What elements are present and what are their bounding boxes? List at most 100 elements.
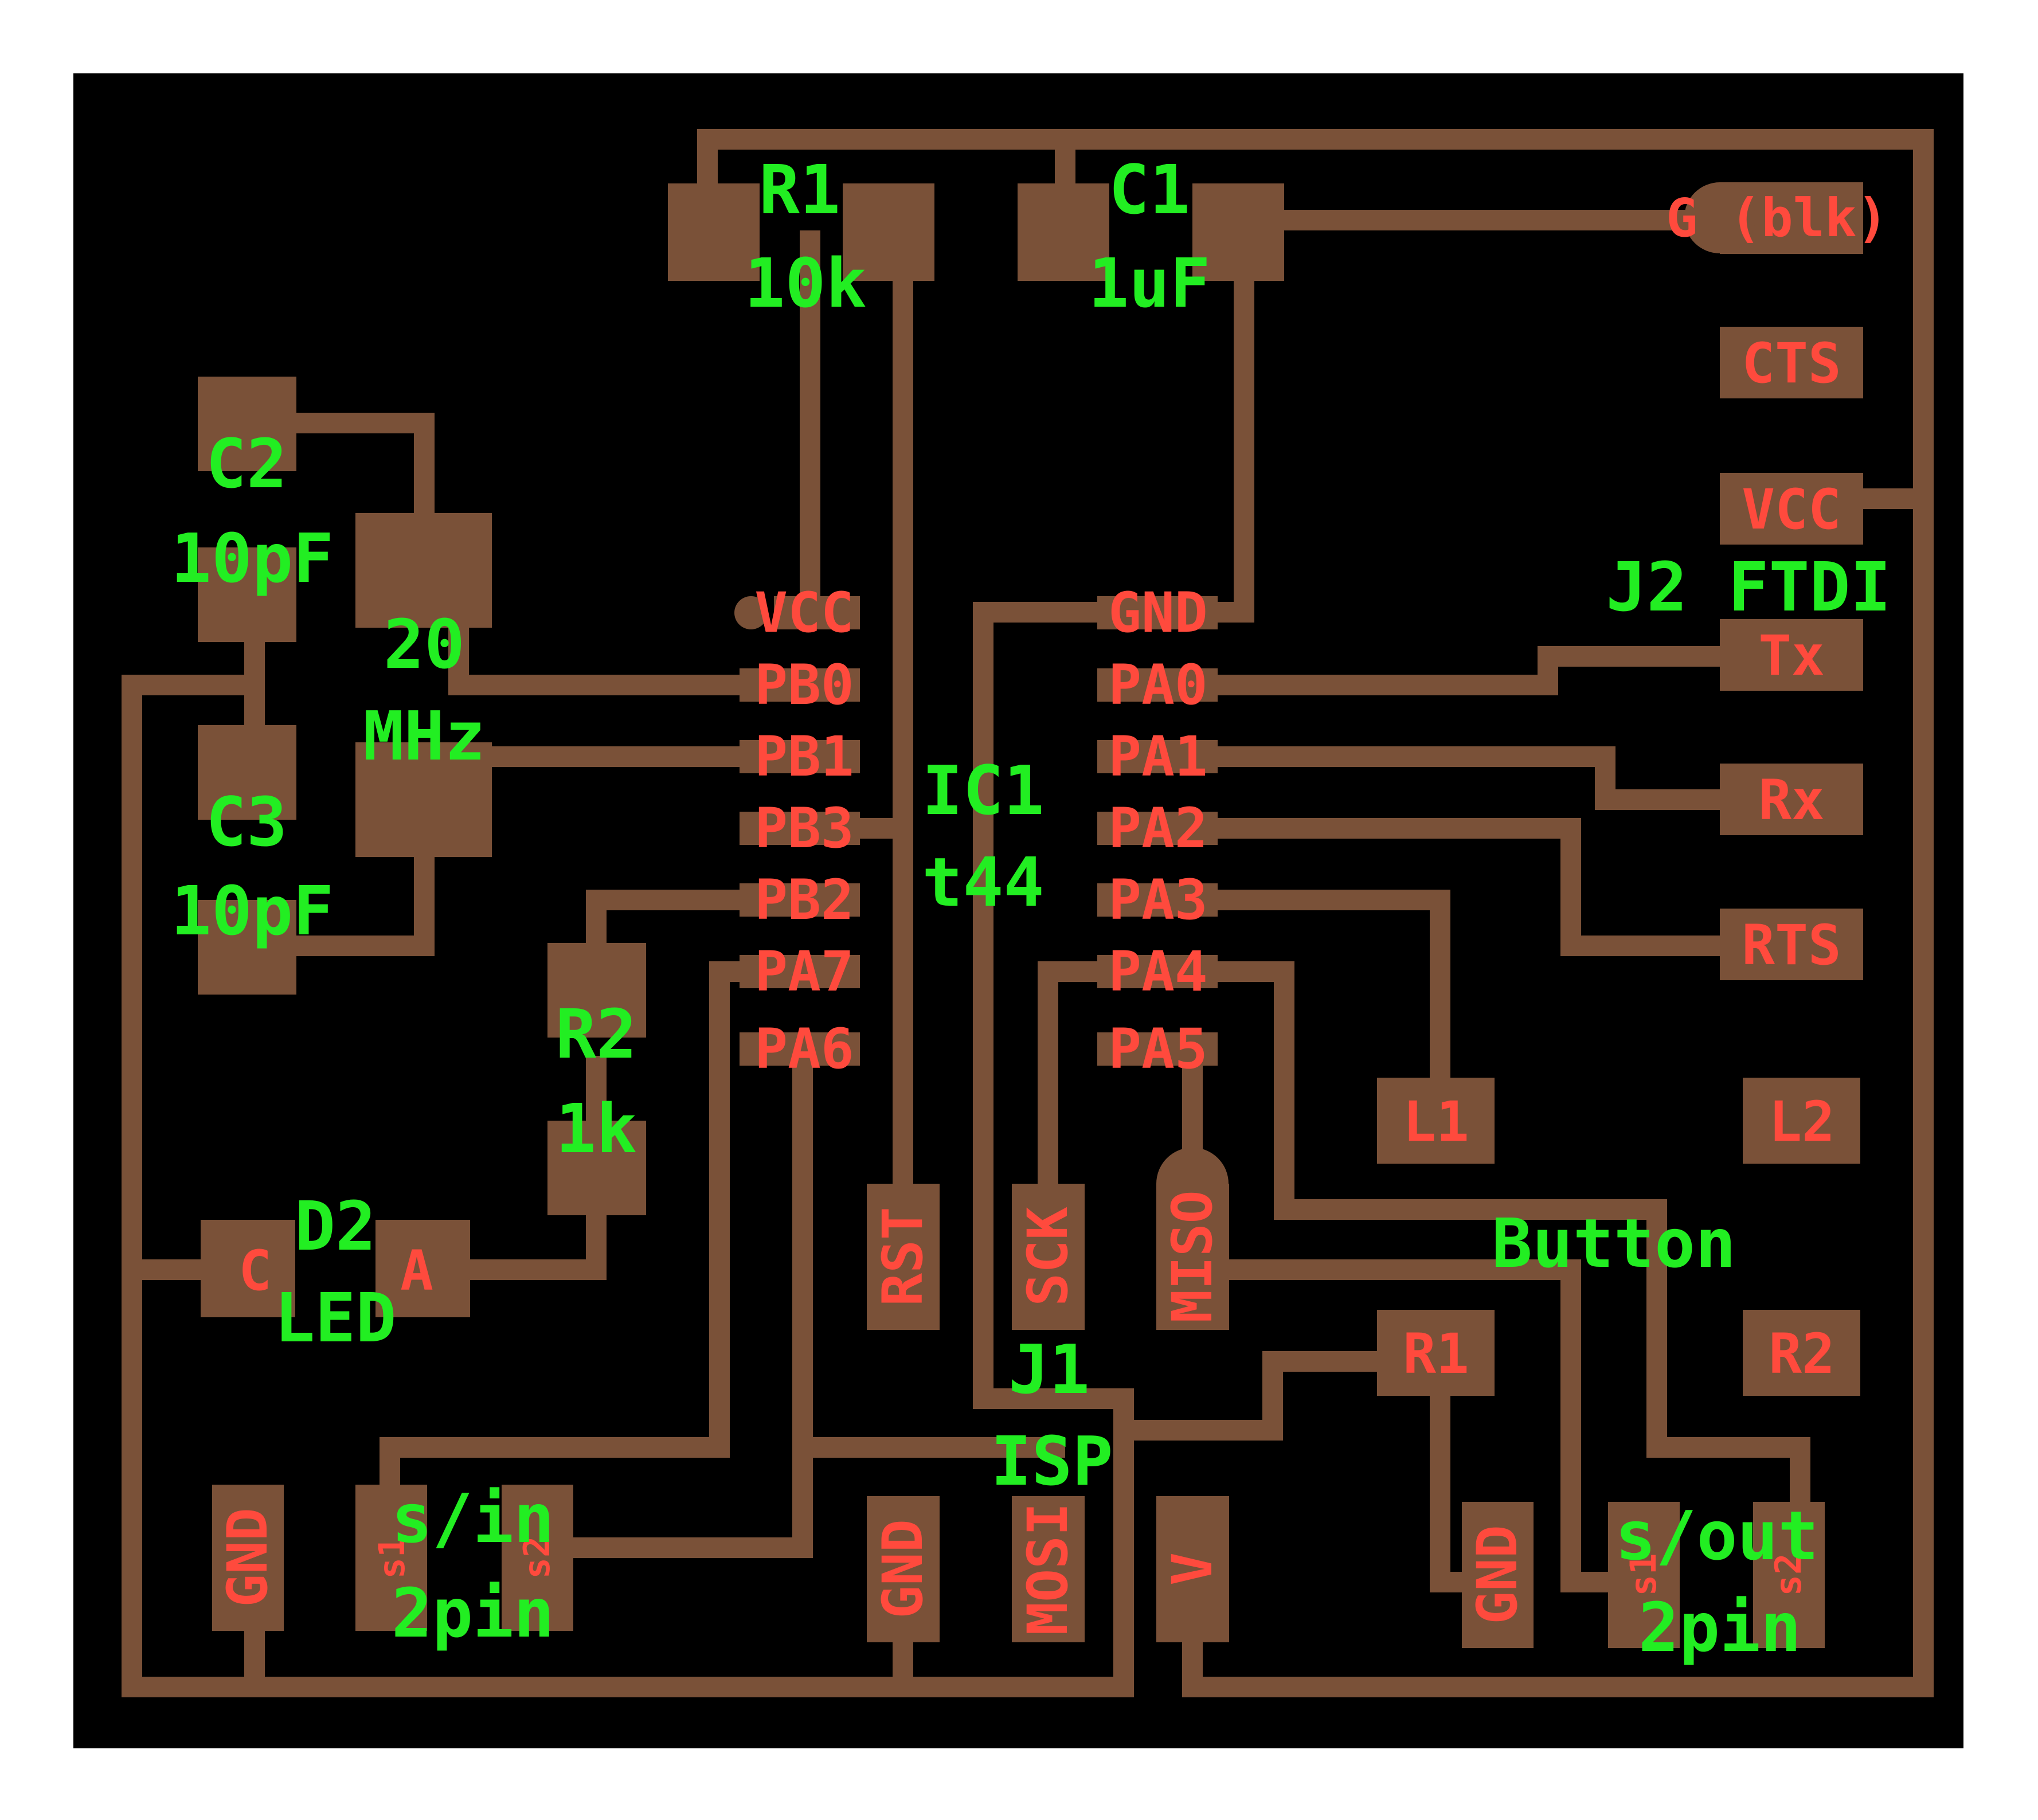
ic1-pad-right-7 bbox=[1097, 1032, 1218, 1066]
trace-pa2-to-rts bbox=[1188, 818, 1742, 956]
c2-pad-1 bbox=[198, 377, 296, 471]
xtal-pad-2 bbox=[355, 742, 492, 857]
c3-name: C3 bbox=[206, 782, 287, 862]
part-labels: R1 10k C1 1uF C2 10pF 20 MHz C3 10pF IC1… bbox=[171, 150, 1891, 1667]
j1-name: J1 bbox=[1008, 1330, 1090, 1409]
r1-value: 10k bbox=[744, 244, 866, 323]
l1-label: L1 bbox=[1403, 1090, 1469, 1154]
ic1-pad-left-5 bbox=[740, 883, 860, 917]
c2-value: 10pF bbox=[171, 519, 334, 598]
trace-pa0-to-tx bbox=[1188, 646, 1742, 695]
ic1-pin-label-right-7: PA5 bbox=[1108, 1017, 1207, 1081]
d2-value: LED bbox=[274, 1278, 396, 1357]
ftdi-label-g: G (blk) bbox=[1666, 187, 1888, 249]
ic1-pin-label-left-5: PB2 bbox=[754, 868, 854, 932]
ftdi-pad-cts bbox=[1720, 327, 1863, 398]
ftdi-pin1-marker bbox=[1684, 182, 1755, 253]
ic1-name: IC1 bbox=[922, 751, 1044, 830]
ic1-pad-left-2 bbox=[740, 668, 860, 702]
trace-pa7-to-sin bbox=[380, 961, 784, 1518]
ftdi-pad-vcc bbox=[1720, 473, 1863, 545]
ftdi-label-tx: Tx bbox=[1758, 624, 1825, 688]
c2-pad-2 bbox=[198, 547, 296, 642]
isp-label-v: V bbox=[1160, 1552, 1225, 1586]
ic1-value: t44 bbox=[922, 843, 1044, 922]
ic1-pad-left-7 bbox=[740, 1032, 860, 1066]
isp-label-miso: MISO bbox=[1160, 1190, 1225, 1322]
ftdi-pad-rts bbox=[1720, 909, 1863, 980]
r1-pad-1 bbox=[668, 183, 760, 281]
isp-pad-sck bbox=[1012, 1184, 1085, 1330]
r2-pad-1 bbox=[547, 943, 646, 1038]
r1b-label: R1 bbox=[1403, 1322, 1469, 1386]
button-name: Button bbox=[1492, 1204, 1736, 1283]
ftdi-label-cts: CTS bbox=[1742, 331, 1841, 396]
sin-value: 2pin bbox=[392, 1574, 554, 1653]
isp-pad-gnd bbox=[867, 1496, 940, 1642]
two-pin-labels: s1 s2 s1 s2 bbox=[371, 1536, 1809, 1596]
c2-name: C2 bbox=[206, 424, 287, 503]
r1b-pad bbox=[1377, 1310, 1495, 1396]
ic1-pad-left-3 bbox=[740, 740, 860, 773]
ftdi-label-vcc: VCC bbox=[1742, 477, 1841, 542]
gnd-left-pad bbox=[212, 1485, 284, 1631]
r2-name: R2 bbox=[556, 995, 637, 1074]
ic1-pin-label-left-2: PB0 bbox=[754, 653, 854, 717]
ic1-pad-left-1 bbox=[774, 596, 860, 629]
isp-pad-mosi bbox=[1012, 1496, 1085, 1642]
d2-pad-a bbox=[375, 1220, 470, 1317]
isp-label-sck: SCK bbox=[1016, 1207, 1080, 1306]
trace-pa1-to-rx bbox=[1188, 746, 1742, 810]
c1-value: 1uF bbox=[1088, 244, 1210, 323]
crystal-value-line1: 20 bbox=[384, 605, 465, 684]
c3-pad-1 bbox=[198, 725, 296, 820]
r2b-pad bbox=[1743, 1310, 1860, 1396]
sout-value: 2pin bbox=[1638, 1588, 1801, 1667]
j1-value: ISP bbox=[991, 1422, 1113, 1501]
ic1-pin-label-left-1: VCC bbox=[754, 581, 854, 645]
ic1-pin-label-right-4: PA2 bbox=[1108, 796, 1207, 860]
r2-value: 1k bbox=[556, 1089, 637, 1168]
ic1-pin-label-right-6: PA4 bbox=[1108, 940, 1207, 1004]
sin-name: s/in bbox=[392, 1479, 554, 1558]
trace-pa3-to-l1 bbox=[1188, 890, 1450, 1099]
c3-pad-2 bbox=[198, 900, 296, 995]
r2-pad-2 bbox=[547, 1121, 646, 1215]
ic1-pad-right-1 bbox=[1097, 596, 1218, 629]
r1-name: R1 bbox=[759, 150, 840, 229]
trace-c3-to-xtal bbox=[244, 832, 435, 956]
d2-pad-c bbox=[201, 1220, 295, 1317]
r2b-label: R2 bbox=[1769, 1322, 1835, 1386]
trace-jgnd-to-rail bbox=[244, 1629, 913, 1697]
ic1-pad-right-3 bbox=[1097, 740, 1218, 773]
ic1-pad-right-5 bbox=[1097, 883, 1218, 917]
isp-pin1-marker bbox=[1156, 1148, 1229, 1220]
c1-pad-1 bbox=[1018, 183, 1109, 281]
pin-labels: VCC PB0 PB1 PB3 PB2 PA7 PA6 GND PA0 PA1 … bbox=[216, 187, 1888, 1635]
crystal-value-line2: MHz bbox=[363, 696, 485, 776]
sin-pad-2-label: s2 bbox=[516, 1536, 558, 1579]
trace-xtal-pb0 bbox=[448, 626, 784, 695]
ic1-pin-label-right-3: PA1 bbox=[1108, 725, 1207, 789]
ftdi-pad-rx bbox=[1720, 764, 1863, 835]
ic1-pad-left-4 bbox=[740, 812, 860, 845]
trace-pa6-to-sin2 bbox=[529, 1039, 813, 1558]
gnd-right-pad bbox=[1462, 1502, 1534, 1648]
sout-pad-2 bbox=[1753, 1502, 1825, 1648]
isp-label-mosi: MOSI bbox=[1016, 1502, 1080, 1635]
l2-pad bbox=[1743, 1078, 1860, 1164]
sin-pad-1-label: s1 bbox=[371, 1536, 413, 1579]
r1-pad-2 bbox=[843, 183, 934, 281]
c3-value: 10pF bbox=[171, 871, 334, 950]
ic1-pad-right-2 bbox=[1097, 668, 1218, 702]
gnd-left-label: GND bbox=[216, 1508, 280, 1607]
ic1-pad-right-4 bbox=[1097, 812, 1218, 845]
isp-pad-v bbox=[1156, 1496, 1229, 1642]
d2-name: D2 bbox=[295, 1187, 376, 1266]
trace-c2-to-xtal bbox=[244, 413, 435, 555]
sout-name: s/out bbox=[1615, 1496, 1818, 1575]
trace-isp-to-r1 bbox=[1113, 1351, 1398, 1441]
ic1-pin-label-left-4: PB3 bbox=[754, 796, 854, 860]
ic1-pin-label-right-5: PA3 bbox=[1108, 868, 1207, 932]
